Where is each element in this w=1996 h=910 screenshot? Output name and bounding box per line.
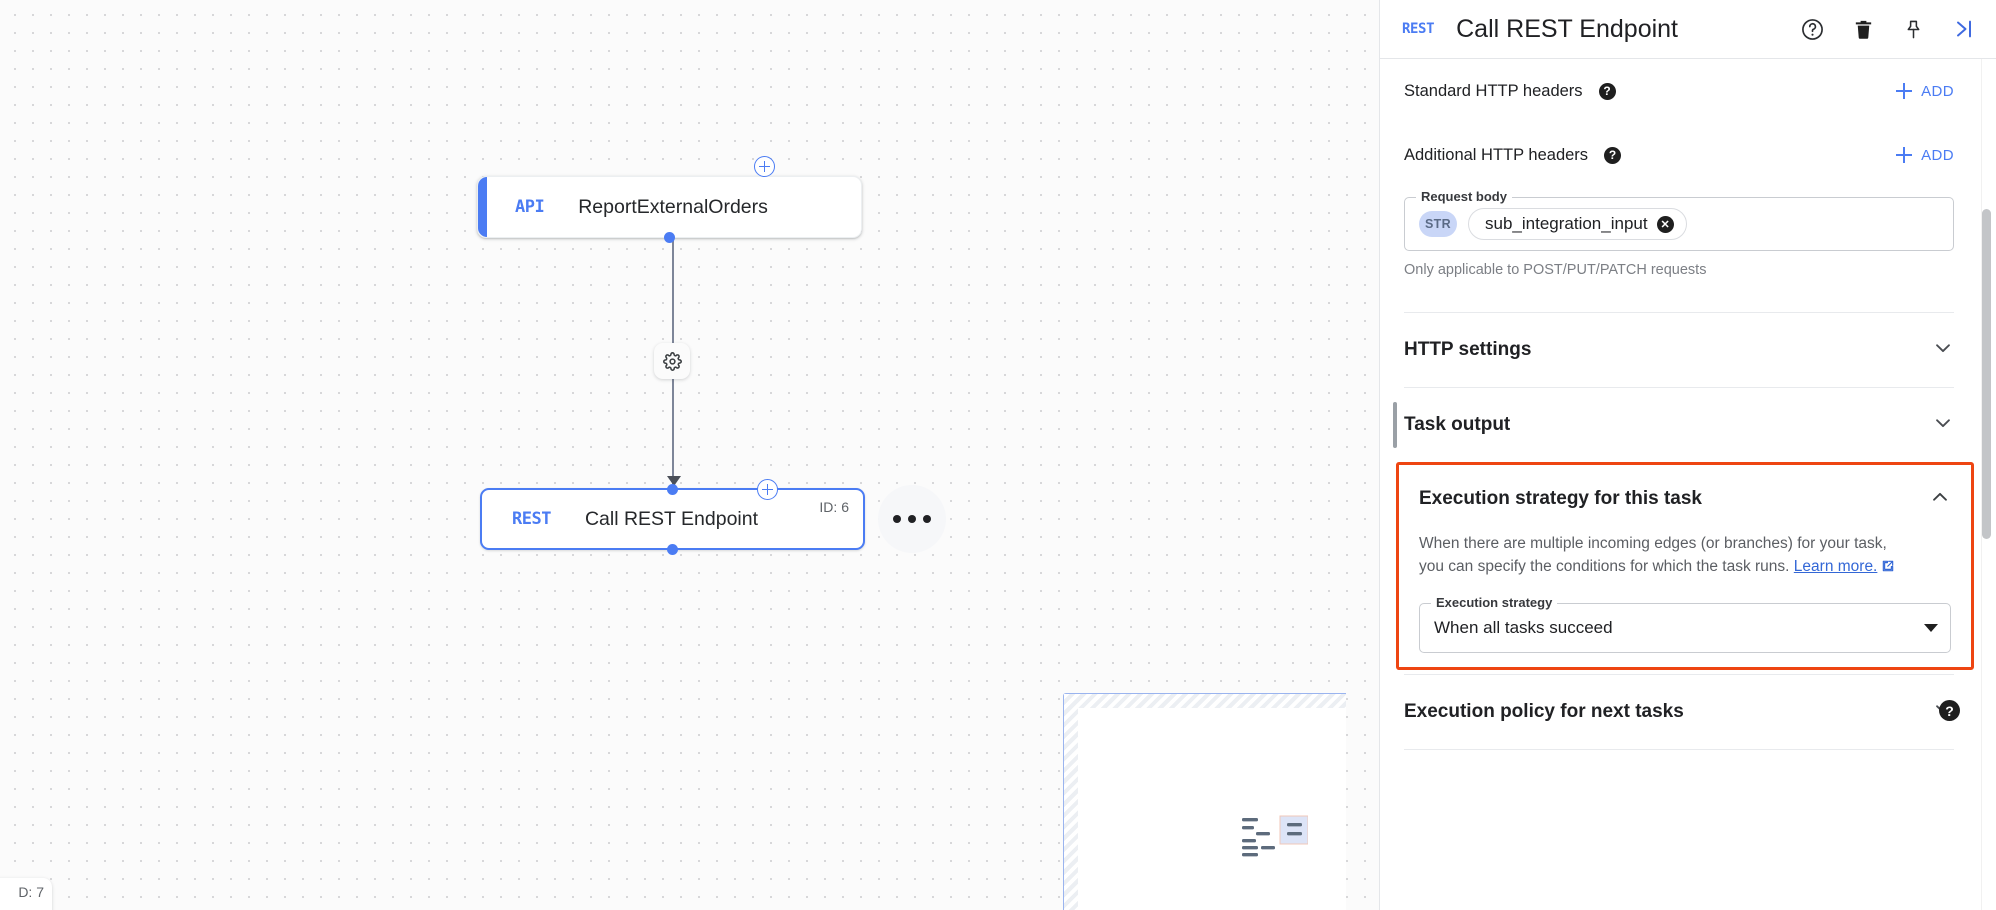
http-settings-section[interactable]: HTTP settings: [1380, 313, 1978, 387]
request-body-legend: Request body: [1416, 189, 1512, 204]
chevron-up-icon[interactable]: [1929, 486, 1951, 513]
execution-policy-title: Execution policy for next tasks: [1404, 700, 1684, 722]
add-additional-header-button[interactable]: ADD: [1896, 147, 1954, 164]
remove-variable-icon[interactable]: ✕: [1656, 215, 1674, 233]
help-tooltip-icon[interactable]: ?: [1598, 82, 1616, 100]
execution-strategy-value: When all tasks succeed: [1434, 617, 1613, 637]
request-body-variable-chip[interactable]: sub_integration_input ✕: [1468, 208, 1687, 240]
standard-http-headers-label: Standard HTTP headers: [1404, 81, 1583, 100]
node-output-port[interactable]: [664, 231, 675, 243]
standard-http-headers-row: Standard HTTP headers ? ADD: [1404, 59, 1954, 123]
help-tooltip-icon[interactable]: ?: [1604, 146, 1622, 164]
execution-strategy-header[interactable]: Execution strategy for this task: [1419, 465, 1951, 533]
http-settings-header[interactable]: HTTP settings: [1404, 313, 1954, 387]
plus-icon: [1896, 83, 1913, 99]
chevron-down-icon[interactable]: [1932, 412, 1954, 439]
panel-scrollbar-thumb[interactable]: [1982, 209, 1991, 539]
node-title: ReportExternalOrders: [578, 195, 768, 218]
task-output-section[interactable]: Task output: [1380, 388, 1978, 462]
dot: [923, 515, 931, 523]
divider: [1404, 748, 1954, 750]
variable-name: sub_integration_input: [1485, 214, 1648, 233]
variable-type-chip: STR: [1419, 211, 1457, 237]
node-id-label: D: 7: [18, 884, 44, 900]
add-standard-header-button[interactable]: ADD: [1896, 83, 1954, 100]
node-type-badge: REST: [512, 509, 551, 529]
learn-more-link[interactable]: Learn more.: [1793, 557, 1878, 575]
additional-http-headers-row: Additional HTTP headers ? ADD: [1404, 123, 1954, 187]
chevron-down-icon[interactable]: [1932, 337, 1954, 364]
section-accent-bar: [1393, 402, 1397, 448]
task-type-badge: REST: [1402, 21, 1435, 37]
divider: [1404, 312, 1954, 313]
dot: [893, 515, 901, 523]
hatch-border-top: [1064, 694, 1346, 708]
more-options-icon[interactable]: [878, 485, 946, 553]
execution-strategy-title: Execution strategy for this task: [1419, 488, 1702, 509]
node-title: Call REST Endpoint: [584, 507, 759, 530]
hatch-border-left: [1064, 694, 1078, 910]
additional-http-headers-label: Additional HTTP headers: [1404, 145, 1589, 164]
execution-policy-section[interactable]: Execution policy for next tasks: [1380, 673, 1978, 750]
empty-state-list-icon: [1242, 814, 1309, 869]
node-type-badge: API: [515, 197, 545, 217]
description-line-1: When there are multiple incoming edges (…: [1419, 535, 1887, 552]
node-input-port[interactable]: [667, 483, 678, 495]
page-title: Call REST Endpoint: [1456, 14, 1678, 43]
panel-scrollbar-track[interactable]: [1981, 59, 1994, 910]
edge-arrowhead: [666, 476, 681, 486]
add-node-plus-icon-api[interactable]: [754, 156, 775, 177]
add-label: ADD: [1921, 82, 1954, 100]
standard-http-headers-section: Standard HTTP headers ? ADD: [1380, 59, 1978, 123]
panel-header-actions: [1800, 17, 1976, 42]
task-output-title: Task output: [1404, 414, 1511, 435]
request-body-hint: Only applicable to POST/PUT/PATCH reques…: [1404, 262, 1707, 278]
execution-policy-header[interactable]: Execution policy for next tasks: [1404, 675, 1954, 749]
add-node-plus-icon-rest[interactable]: [757, 479, 778, 500]
workflow-canvas[interactable]: API ReportExternalOrders REST Call REST …: [0, 0, 1379, 910]
request-body-field[interactable]: Request body STR sub_integration_input ✕: [1404, 189, 1954, 251]
execution-strategy-select[interactable]: Execution strategy When all tasks succee…: [1419, 594, 1951, 653]
panel-header: REST Call REST Endpoint: [1380, 0, 1996, 59]
execution-strategy-description: When there are multiple incoming edges (…: [1419, 533, 1951, 581]
external-link-icon[interactable]: [1881, 558, 1895, 581]
canvas-overlay-panel: [1063, 693, 1346, 910]
edge-settings-gear-icon[interactable]: [654, 343, 690, 379]
node-output-port[interactable]: [667, 543, 678, 555]
node-call-rest-endpoint[interactable]: REST Call REST Endpoint ID: 6: [480, 483, 865, 555]
request-body-section: Request body STR sub_integration_input ✕…: [1380, 187, 1978, 278]
pin-icon[interactable]: [1902, 18, 1925, 41]
plus-icon: [1896, 147, 1913, 163]
panel-scroll-content: Standard HTTP headers ? ADD Additional H…: [1380, 59, 1996, 910]
http-settings-title: HTTP settings: [1404, 339, 1532, 360]
execution-strategy-section[interactable]: Execution strategy for this task When th…: [1396, 462, 1974, 670]
node-partial-offscreen[interactable]: D: 7: [0, 878, 52, 910]
additional-http-headers-section: Additional HTTP headers ? ADD: [1380, 123, 1978, 187]
divider: [1404, 387, 1954, 388]
task-config-panel: REST Call REST Endpoint: [1379, 0, 1996, 910]
chevron-down-icon[interactable]: [1924, 623, 1938, 632]
dot: [908, 515, 916, 523]
node-report-external-orders[interactable]: API ReportExternalOrders: [477, 176, 862, 243]
panel-body: Standard HTTP headers ? ADD Additional H…: [1380, 59, 1996, 910]
add-label: ADD: [1921, 146, 1954, 164]
execution-strategy-legend: Execution strategy: [1431, 594, 1558, 610]
delete-icon[interactable]: [1852, 18, 1875, 41]
description-line-2: you can specify the conditions for which…: [1419, 557, 1790, 575]
help-icon[interactable]: [1800, 17, 1825, 42]
collapse-panel-icon[interactable]: [1952, 17, 1976, 41]
execution-strategy-help-icon[interactable]: ?: [1939, 700, 1960, 721]
task-output-header[interactable]: Task output: [1393, 388, 1954, 462]
node-id-label: ID: 6: [819, 499, 849, 515]
divider: [1404, 673, 1954, 675]
